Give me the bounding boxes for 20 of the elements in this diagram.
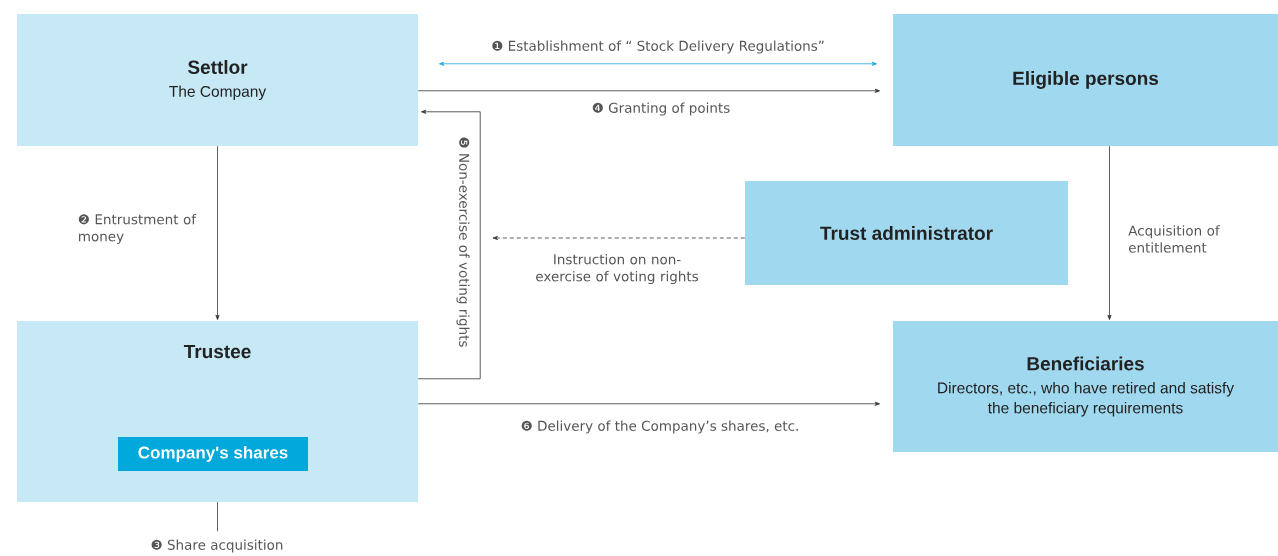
- arrow: [417, 88, 880, 93]
- arrow: [417, 401, 880, 406]
- party-box: Beneficiaries Directors, etc., who have retired and satisfy the beneficiary requirements: [893, 321, 1278, 452]
- shares-box: Company's shares: [118, 437, 308, 471]
- arrow: [439, 61, 877, 66]
- party-box: Trust administrator: [745, 181, 1068, 285]
- edge-label: Acquisition of entitlement: [1128, 225, 1220, 253]
- edge-label: ❷ Entrustment of money: [78, 213, 197, 245]
- edge-label: Instruction on non-exercise of voting rights: [536, 253, 699, 285]
- arrow: [492, 236, 746, 240]
- edge-label: ❶ Establishment of “ Stock Delivery Regulations”: [492, 40, 824, 54]
- edge-label: ❹ Granting of points: [592, 102, 730, 116]
- arrow: [1107, 145, 1112, 320]
- arrow: [417, 109, 481, 380]
- party-box: Eligible persons: [893, 14, 1278, 146]
- party-box: Settlor The Company: [17, 14, 418, 146]
- edge-label: ❺ Non-exercise of voting rights: [456, 137, 470, 347]
- edge-label: ❻ Delivery of the Company’s shares, etc.: [521, 420, 798, 434]
- edge-label: ❸ Share acquisition: [151, 539, 283, 553]
- arrow: [215, 145, 220, 320]
